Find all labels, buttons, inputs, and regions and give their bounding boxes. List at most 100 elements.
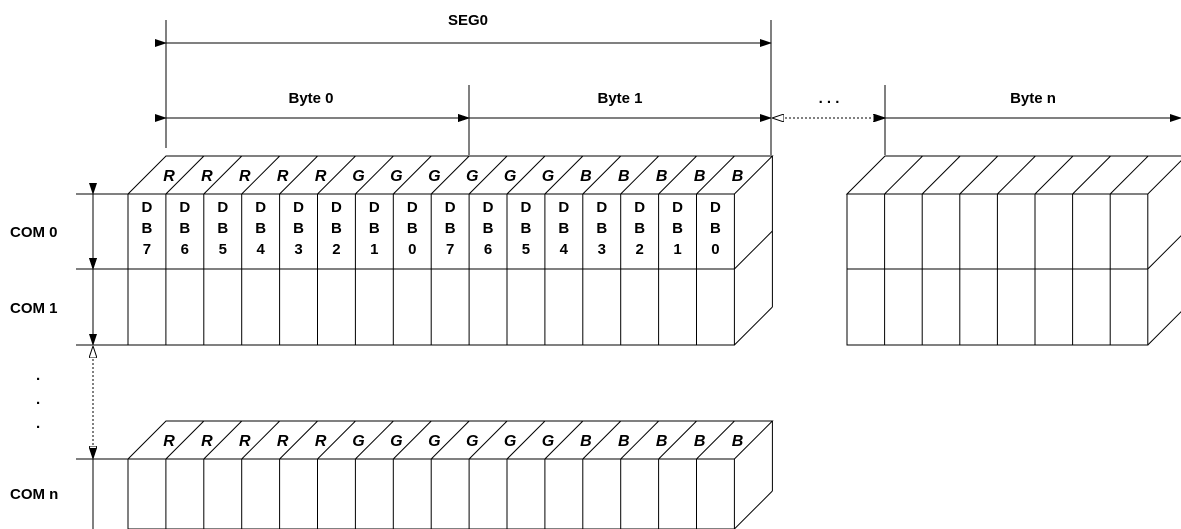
- column-top-divider: [317, 155, 356, 195]
- bit-label: 7: [143, 241, 151, 258]
- channel-letter: G: [542, 168, 554, 185]
- bit-label: B: [521, 220, 532, 237]
- bit-label: B: [217, 220, 228, 237]
- bit-label: 6: [484, 241, 492, 258]
- channel-letter: B: [732, 168, 744, 185]
- seg0-dimension: SEG0: [155, 12, 772, 155]
- bit-label: D: [255, 199, 266, 216]
- bit-label: D: [710, 199, 721, 216]
- channel-letter: R: [315, 168, 327, 185]
- channel-letter: B: [656, 168, 668, 185]
- channel-letter: B: [694, 168, 706, 185]
- vertical-dot-1: ·: [36, 371, 41, 388]
- bit-label: D: [369, 199, 380, 216]
- bit-label: D: [483, 199, 494, 216]
- column-top-divider: [959, 155, 999, 195]
- bit-label: B: [179, 220, 190, 237]
- channel-letter: G: [542, 433, 554, 450]
- column-top-divider: [544, 155, 584, 195]
- side-row-edge: [1147, 235, 1181, 270]
- bit-label: 3: [294, 241, 302, 258]
- column-top-divider: [884, 155, 923, 195]
- bit-label: 4: [560, 241, 569, 258]
- column-top-divider: [620, 420, 660, 460]
- seg0-label: SEG0: [448, 12, 488, 29]
- vertical-dot-2: ·: [36, 395, 41, 412]
- column-top-divider: [355, 420, 394, 460]
- bit-label: D: [331, 199, 342, 216]
- byte0-dimension: Byte 0: [155, 85, 470, 155]
- bit-label: B: [672, 220, 683, 237]
- channel-letter: G: [428, 168, 440, 185]
- column-top-divider: [997, 155, 1036, 195]
- channel-letter: G: [466, 433, 478, 450]
- column-top-divider: [203, 420, 243, 460]
- bit-label: B: [142, 220, 153, 237]
- column-top-divider: [279, 420, 318, 460]
- column-top-divider: [1034, 155, 1074, 195]
- bit-label: D: [445, 199, 456, 216]
- comn-label: COM n: [10, 486, 58, 503]
- bit-label: 3: [598, 241, 606, 258]
- column-top-divider: [582, 420, 622, 460]
- column-top-divider: [203, 155, 243, 195]
- byte-gap-dimension: . . .: [773, 90, 884, 118]
- byte0-label: Byte 0: [288, 90, 333, 107]
- column-top-divider: [620, 155, 660, 195]
- channel-letter: B: [580, 168, 592, 185]
- bit-label: B: [558, 220, 569, 237]
- column-top-divider: [430, 420, 470, 460]
- column-top-divider: [506, 155, 546, 195]
- channel-letter: R: [201, 168, 213, 185]
- bit-label: D: [558, 199, 569, 216]
- column-top-divider: [241, 155, 281, 195]
- block-top-face: [845, 155, 1181, 195]
- column-top-divider: [1072, 155, 1111, 195]
- column-top-divider: [468, 420, 508, 460]
- byten-label: Byte n: [1010, 90, 1056, 107]
- bit-label: D: [672, 199, 683, 216]
- byte1-dimension: Byte 1: [458, 90, 772, 122]
- byten-block: [845, 155, 1181, 346]
- column-top-divider: [696, 155, 735, 195]
- bit-label: B: [596, 220, 607, 237]
- bit-label: 5: [522, 241, 530, 258]
- column-top-divider: [696, 420, 735, 460]
- byte-ellipsis: . . .: [819, 90, 840, 107]
- column-top-divider: [1109, 155, 1149, 195]
- bit-label: B: [483, 220, 494, 237]
- bit-label: D: [293, 199, 304, 216]
- column-top-divider: [921, 155, 961, 195]
- channel-letter: R: [239, 168, 251, 185]
- channel-letter: B: [618, 168, 630, 185]
- channel-letter: B: [656, 433, 668, 450]
- side-bottom-edge: [734, 490, 773, 529]
- bit-label: D: [217, 199, 228, 216]
- bit-label: D: [634, 199, 645, 216]
- bit-label: 6: [181, 241, 189, 258]
- vertical-dot-3: ·: [36, 419, 41, 436]
- column-top-divider: [355, 155, 394, 195]
- channel-letter: R: [201, 433, 213, 450]
- channel-letter: G: [390, 433, 402, 450]
- column-top-divider: [430, 155, 470, 195]
- channel-letter: G: [390, 168, 402, 185]
- channel-letter: G: [504, 433, 516, 450]
- column-top-divider: [658, 420, 697, 460]
- column-top-divider: [165, 420, 205, 460]
- column-top-divider: [165, 155, 205, 195]
- column-top-divider: [392, 155, 432, 195]
- channel-letter: R: [315, 433, 327, 450]
- side-bottom-edge: [1147, 311, 1181, 346]
- bit-label: B: [407, 220, 418, 237]
- side-bottom-edge: [734, 306, 773, 346]
- bit-label: 2: [332, 241, 340, 258]
- bit-label: B: [293, 220, 304, 237]
- com1-label: COM 1: [10, 300, 58, 317]
- column-top-divider: [241, 420, 281, 460]
- bit-label: 4: [256, 241, 265, 258]
